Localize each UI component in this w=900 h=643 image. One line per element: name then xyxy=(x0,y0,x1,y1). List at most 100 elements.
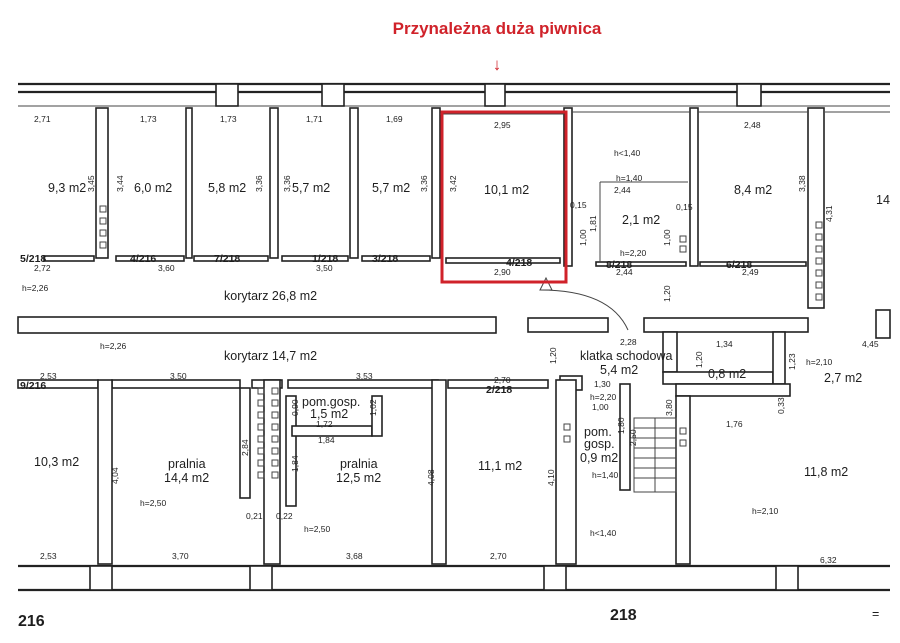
room-area: 11,1 m2 xyxy=(478,459,522,473)
dim: 3,53 xyxy=(356,371,373,381)
dim: 2,90 xyxy=(494,267,511,277)
dim: 1,72 xyxy=(316,419,333,429)
dim: 2,71 xyxy=(34,114,51,124)
dim: 1,73 xyxy=(220,114,237,124)
bottom-rooms: 9/216 2,53 2,53 10,3 m2 pralnia 14,4 m2 … xyxy=(20,371,848,565)
dim: 2,53 xyxy=(40,551,57,561)
dim: 1,00 xyxy=(662,229,672,246)
dim: 3,50 xyxy=(170,371,187,381)
room-area: 12,5 m2 xyxy=(336,471,381,485)
dim: 0,21 xyxy=(246,511,263,521)
room-area: 6,0 m2 xyxy=(134,181,172,195)
dim: 2,84 xyxy=(240,439,250,456)
dim: 1,20 xyxy=(694,351,704,368)
room-area: 9,3 m2 xyxy=(48,181,86,195)
dim: 1,20 xyxy=(662,285,672,302)
height: h=2,26 xyxy=(100,341,127,351)
corridor-upper: korytarz 26,8 m2 xyxy=(224,289,317,303)
annotation-text: Przynależna duża piwnica xyxy=(393,19,602,38)
dim: 6,32 xyxy=(820,555,837,565)
dim: 2,44 xyxy=(616,267,633,277)
room-label: 5/218 xyxy=(20,253,46,265)
room-area: 10,1 m2 xyxy=(484,183,529,197)
dim: 3,60 xyxy=(158,263,175,273)
height: h=1,40 xyxy=(592,470,619,480)
dim: 1,84 xyxy=(290,455,300,472)
dim: 0,22 xyxy=(276,511,293,521)
dim: 3,45 xyxy=(86,175,96,192)
height: h=2,10 xyxy=(806,357,833,367)
height: h=2,50 xyxy=(304,524,331,534)
dim: 1,81 xyxy=(588,215,598,232)
dim: 1,20 xyxy=(548,347,558,364)
dim: 3,36 xyxy=(282,175,292,192)
dim: 3,38 xyxy=(797,175,807,192)
dim: 2,72 xyxy=(34,263,51,273)
height: h<1,40 xyxy=(614,148,641,158)
dim: 3,50 xyxy=(316,263,333,273)
height: h=1,40 xyxy=(616,173,643,183)
edge-number: 14 xyxy=(876,193,890,207)
annotation-arrow: ↓ xyxy=(493,55,502,74)
room-name: pom.gosp. xyxy=(302,395,360,409)
stair-area: 5,4 m2 xyxy=(600,363,638,377)
dim: 2,44 xyxy=(614,185,631,195)
dim: 3,70 xyxy=(172,551,189,561)
height: h=2,10 xyxy=(752,506,779,516)
room-name: pom. xyxy=(584,425,612,439)
dim: 1,73 xyxy=(140,114,157,124)
room-area: 5,7 m2 xyxy=(292,181,330,195)
dim: 3,68 xyxy=(346,551,363,561)
room-label: 4/218 xyxy=(506,257,532,269)
room-label: 4/216 xyxy=(130,253,156,265)
room-label: 1/218 xyxy=(312,253,338,265)
stair-label: klatka schodowa xyxy=(580,349,672,363)
dim: 2,28 xyxy=(620,337,637,347)
dim: 2,48 xyxy=(744,120,761,130)
height: h=2,20 xyxy=(620,248,647,258)
dim: 0,90 xyxy=(290,399,300,416)
dim: 1,76 xyxy=(726,419,743,429)
small-room: 0,8 m2 xyxy=(708,367,746,381)
dim: 4,08 xyxy=(426,469,436,486)
dim: 0,15 xyxy=(570,200,587,210)
room-area: 11,8 m2 xyxy=(804,465,848,479)
scan-mark: = xyxy=(872,607,879,621)
top-rooms: 9,3 m2 6,0 m2 5,8 m2 5,7 m2 5,7 m2 10,1 … xyxy=(20,114,890,302)
dim: 1,71 xyxy=(306,114,323,124)
room-area: 14,4 m2 xyxy=(164,471,209,485)
dim: 1,80 xyxy=(616,417,626,434)
room-label: 3/218 xyxy=(372,253,398,265)
room-area: 8,4 m2 xyxy=(734,183,772,197)
room-area: 5,8 m2 xyxy=(208,181,246,195)
height: h=2,50 xyxy=(140,498,167,508)
dim: 4,04 xyxy=(110,467,120,484)
room-name: pralnia xyxy=(168,457,206,471)
dim: 1,23 xyxy=(787,353,797,370)
dim: 0,33 xyxy=(776,397,786,414)
right-room: 2,7 m2 xyxy=(824,371,862,385)
dim: 1,30 xyxy=(594,379,611,389)
room-label: 9/216 xyxy=(20,380,46,392)
room-name: pralnia xyxy=(340,457,378,471)
dim: 1,00 xyxy=(578,229,588,246)
vent-markers xyxy=(99,205,823,479)
height: h<1,40 xyxy=(590,528,617,538)
room-area: 0,9 m2 xyxy=(580,451,618,465)
corridor-lower: korytarz 14,7 m2 xyxy=(224,349,317,363)
middle-zone: h=2,26 klatka schodowa 5,4 m2 2,28 1,34 … xyxy=(100,337,879,385)
building-216: 216 xyxy=(18,613,45,630)
highlight-frame xyxy=(440,110,568,284)
room-area: 2,1 m2 xyxy=(622,213,660,227)
dim: 2,53 xyxy=(40,371,57,381)
room-label: 7/218 xyxy=(214,253,240,265)
dim: 1,02 xyxy=(368,399,378,416)
room-area: 1,5 m2 xyxy=(310,407,348,421)
dim: 2,70 xyxy=(494,375,511,385)
dim: 3,42 xyxy=(448,175,458,192)
dim: 3,44 xyxy=(115,175,125,192)
dim: 0,15 xyxy=(676,202,693,212)
dim: 4,45 xyxy=(862,339,879,349)
room-name: gosp. xyxy=(584,437,615,451)
dim: 2,49 xyxy=(742,267,759,277)
